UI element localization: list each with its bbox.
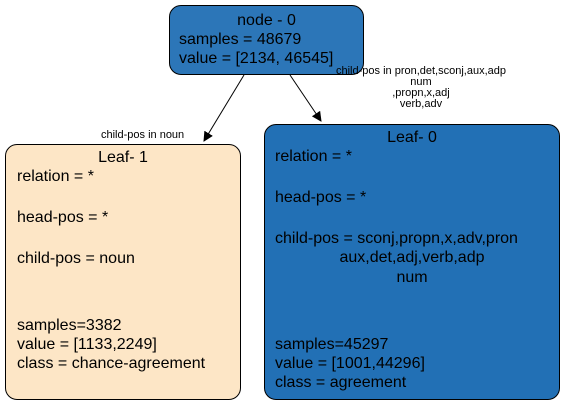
edge-root-to-left-leaf [203, 74, 245, 142]
root-node-title: node - 0 [237, 12, 296, 29]
leaf-0-child-pos-line-3: num [396, 269, 428, 286]
leaf-1-child-pos: child-pos = noun [17, 250, 135, 267]
leaf-0-node: Leaf- 0 relation = * head-pos = * child-… [264, 124, 560, 400]
leaf-0-samples: samples=45297 [275, 336, 389, 353]
edge-root-to-right-leaf [289, 74, 322, 122]
edge-label-right-line-3: ,propn,x,adj [392, 87, 450, 99]
leaf-1-class: class = chance-agreement [17, 355, 206, 372]
leaf-0-child-pos: child-pos = sconj,propn,x,adv,pron [275, 230, 518, 247]
leaf-0-relation: relation = * [275, 148, 352, 165]
root-node-samples: samples = 48679 [179, 31, 302, 48]
root-node-value: value = [2134, 46545] [179, 50, 334, 67]
leaf-0-class: class = agreement [275, 374, 407, 391]
leaf-0-child-pos-line-2: aux,det,adj,verb,adp [339, 249, 485, 266]
edge-label-right-line-2: num [410, 76, 432, 88]
leaf-0-head-pos: head-pos = * [275, 189, 367, 206]
edge-label-right-line-1: child-pos in pron,det,sconj,aux,adp [336, 65, 506, 77]
leaf-1-title: Leaf- 1 [98, 149, 148, 166]
edge-label-left: child-pos in noun [101, 129, 185, 141]
leaf-0-title: Leaf- 0 [387, 129, 437, 146]
leaf-0-child-pos-continued: aux,det,adj,verb,adp num [265, 248, 559, 288]
leaf-1-head-pos: head-pos = * [17, 209, 109, 226]
leaf-1-samples: samples=3382 [17, 317, 122, 334]
edge-label-right-line-4: verb,adv [399, 98, 443, 110]
root-node: node - 0 samples = 48679 value = [2134, … [169, 5, 364, 75]
leaf-1-relation: relation = * [17, 168, 94, 185]
leaf-0-value: value = [1001,44296] [275, 355, 425, 372]
leaf-1-value: value = [1133,2249] [17, 336, 157, 353]
leaf-1-node: Leaf- 1 relation = * head-pos = * child-… [5, 144, 241, 400]
edge-label-right: child-pos in pron,det,sconj,aux,adp num … [322, 66, 520, 110]
